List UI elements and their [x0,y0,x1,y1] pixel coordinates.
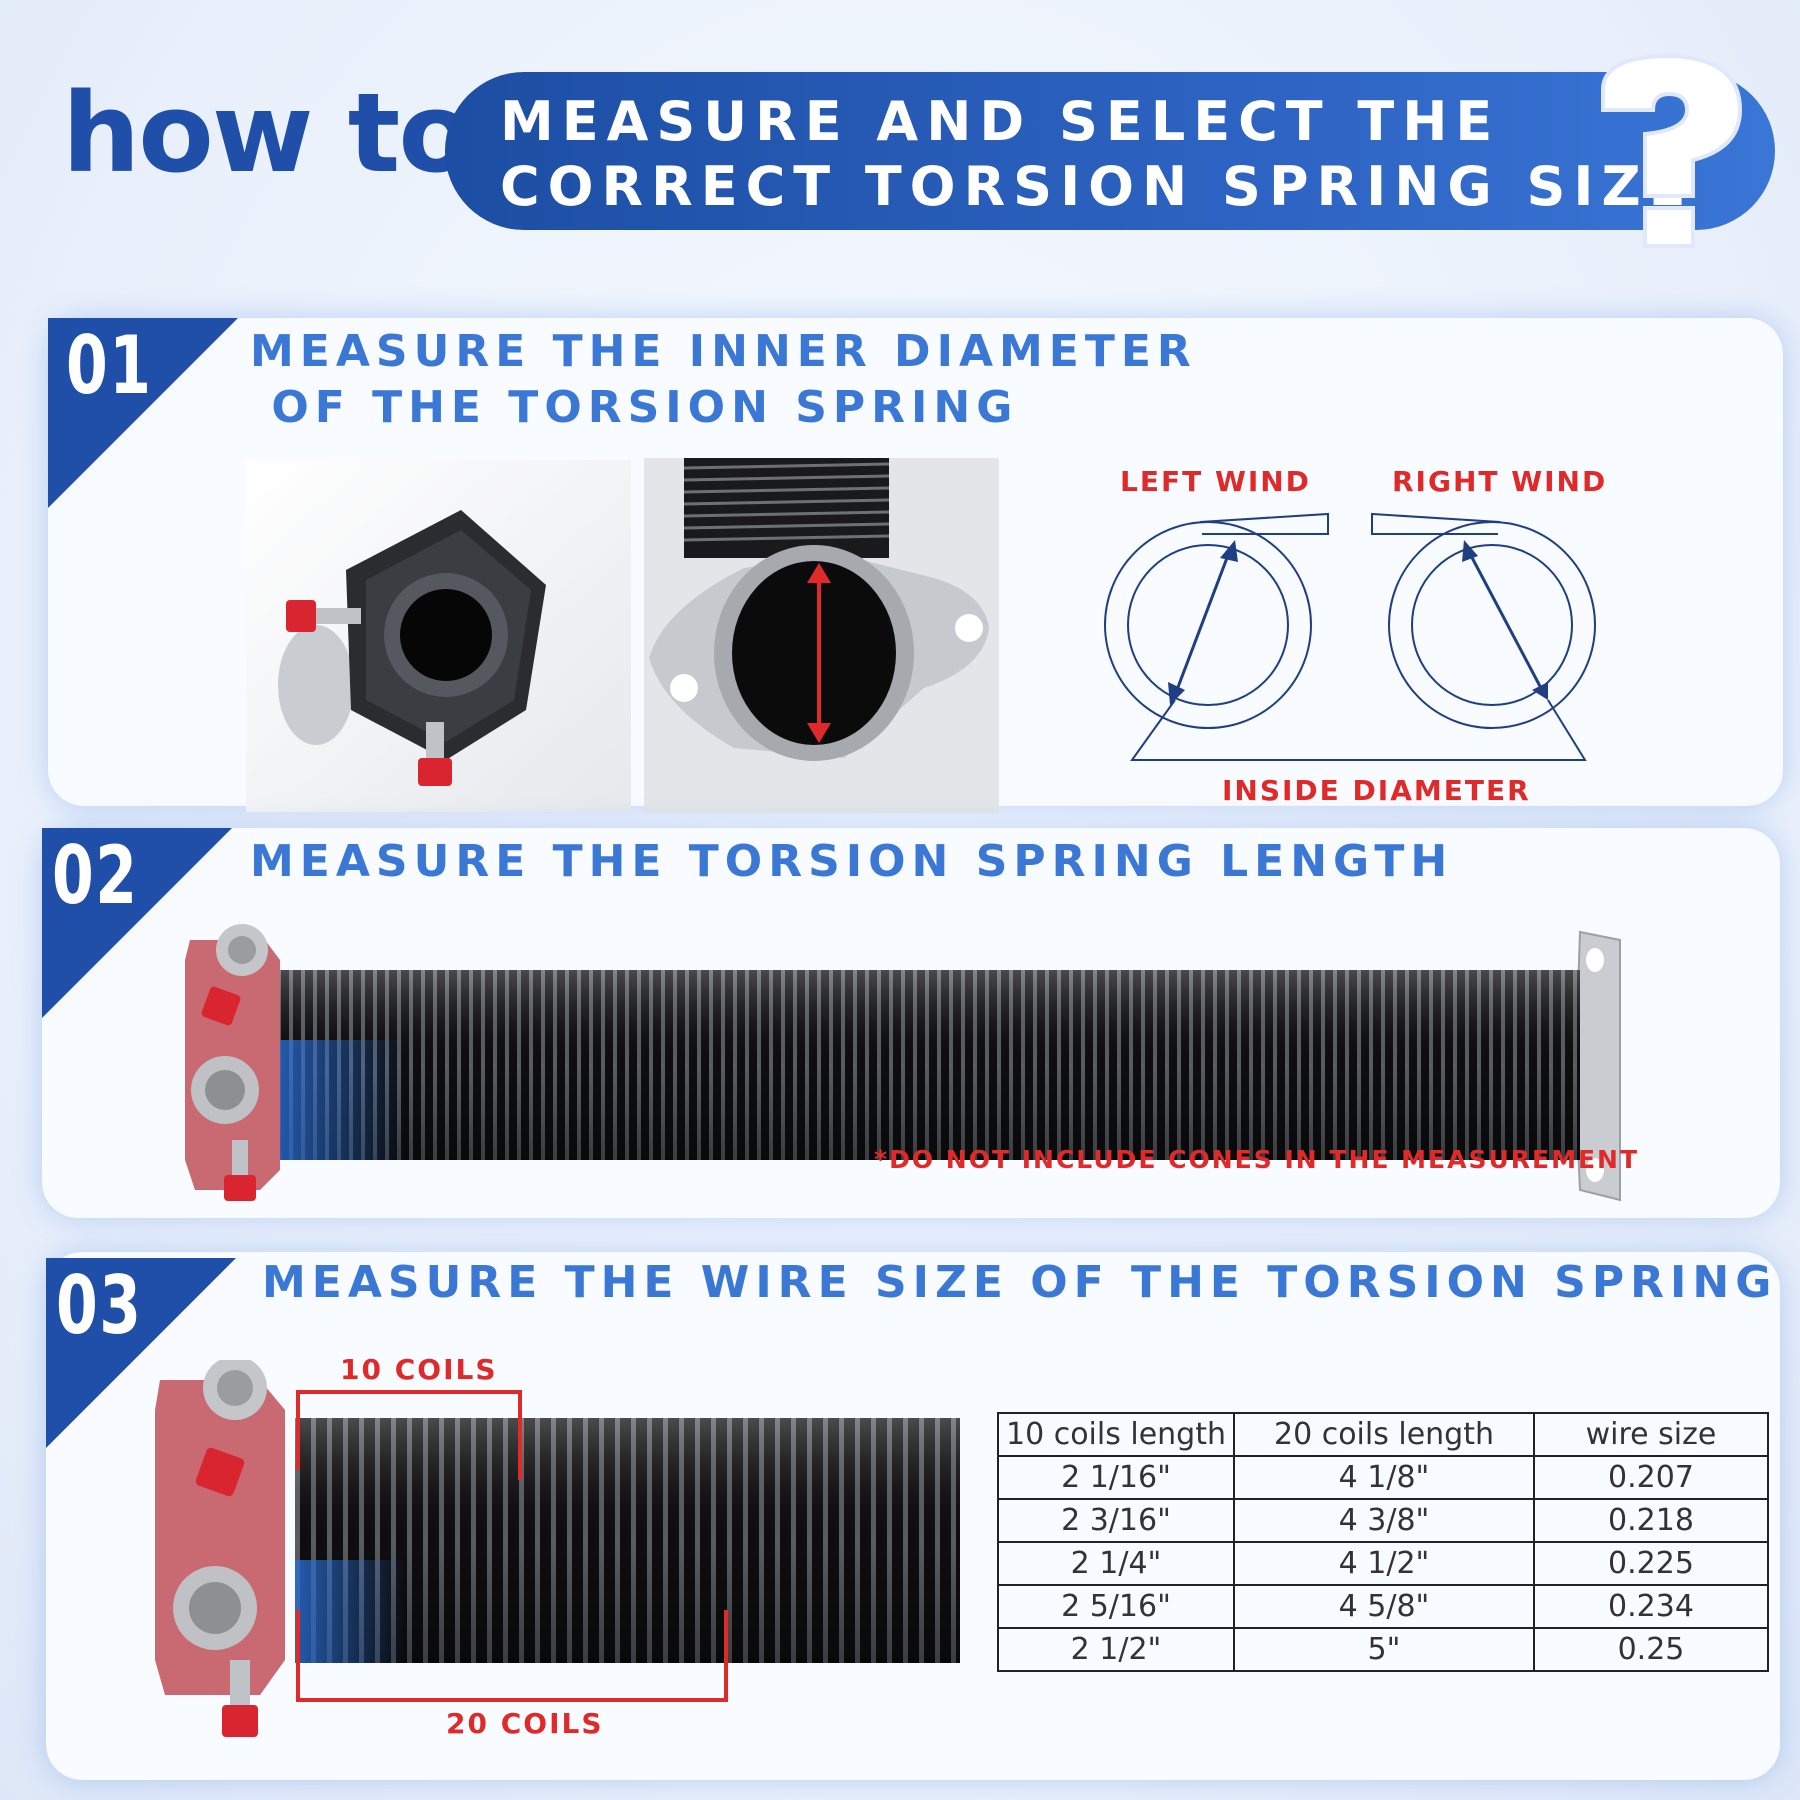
twenty-coils-label: 20 COILS [446,1707,604,1740]
table-row: 2 1/4" 4 1/2" 0.225 [997,1541,1769,1586]
table-cell: 4 5/8" [1233,1584,1535,1629]
header-wire-size: wire size [1533,1412,1769,1457]
cones-note: *DO NOT INCLUDE CONES IN THE MEASUREMENT [874,1145,1640,1174]
table-cell: 0.234 [1533,1584,1769,1629]
inside-diameter-label: INSIDE DIAMETER [1222,774,1531,807]
table-cell: 4 1/2" [1233,1541,1535,1586]
header-title-line-1: MEASURE AND SELECT THE [500,90,1501,153]
table-cell: 2 1/16" [997,1455,1235,1500]
wire-size-table: 10 coils length 20 coils length wire siz… [997,1412,1769,1672]
header-title-banner [445,72,1775,230]
spring-inner-diameter-photo [644,458,999,813]
header-10-coils: 10 coils length [997,1412,1235,1457]
table-cell: 5" [1233,1627,1535,1672]
header-prefix: how to [62,69,474,197]
torsion-spring-length-photo [185,924,1621,1202]
header-20-coils: 20 coils length [1233,1412,1535,1457]
table-cell: 2 1/4" [997,1541,1235,1586]
step-2-title: MEASURE THE TORSION SPRING LENGTH [250,836,1454,887]
table-cell: 4 3/8" [1233,1498,1535,1543]
table-cell: 2 5/16" [997,1584,1235,1629]
table-row: 2 5/16" 4 5/8" 0.234 [997,1584,1769,1629]
table-cell: 2 3/16" [997,1498,1235,1543]
right-wind-label: RIGHT WIND [1392,465,1608,498]
step-1-title-line-2: OF THE TORSION SPRING [250,382,1019,433]
ten-coils-label: 10 COILS [340,1353,498,1386]
table-cell: 0.25 [1533,1627,1769,1672]
table-cell: 0.218 [1533,1498,1769,1543]
step-3-badge [46,1258,236,1448]
wind-diagram [1104,512,1596,761]
table-row: 2 3/16" 4 3/8" 0.218 [997,1498,1769,1543]
table-row: 2 1/16" 4 1/8" 0.207 [997,1455,1769,1500]
table-header-row: 10 coils length 20 coils length wire siz… [997,1412,1769,1457]
left-wind-label: LEFT WIND [1120,465,1311,498]
table-row: 2 1/2" 5" 0.25 [997,1627,1769,1672]
table-cell: 0.225 [1533,1541,1769,1586]
step-1-badge [48,318,238,508]
table-cell: 0.207 [1533,1455,1769,1500]
step-1-title-line-1: MEASURE THE INNER DIAMETER [250,326,1197,377]
spring-cone-photo [246,460,631,812]
table-cell: 2 1/2" [997,1627,1235,1672]
step-3-title: MEASURE THE WIRE SIZE OF THE TORSION SPR… [262,1257,1778,1308]
header-title-line-2: CORRECT TORSION SPRING SIZE [500,155,1694,218]
step-3-number: 03 [56,1259,143,1352]
table-cell: 4 1/8" [1233,1455,1535,1500]
step-2-badge [42,828,232,1018]
step-2-number: 02 [52,829,139,922]
wire-size-spring-photo [155,1360,960,1737]
question-mark-icon [1601,53,1743,248]
step-1-number: 01 [66,319,153,412]
